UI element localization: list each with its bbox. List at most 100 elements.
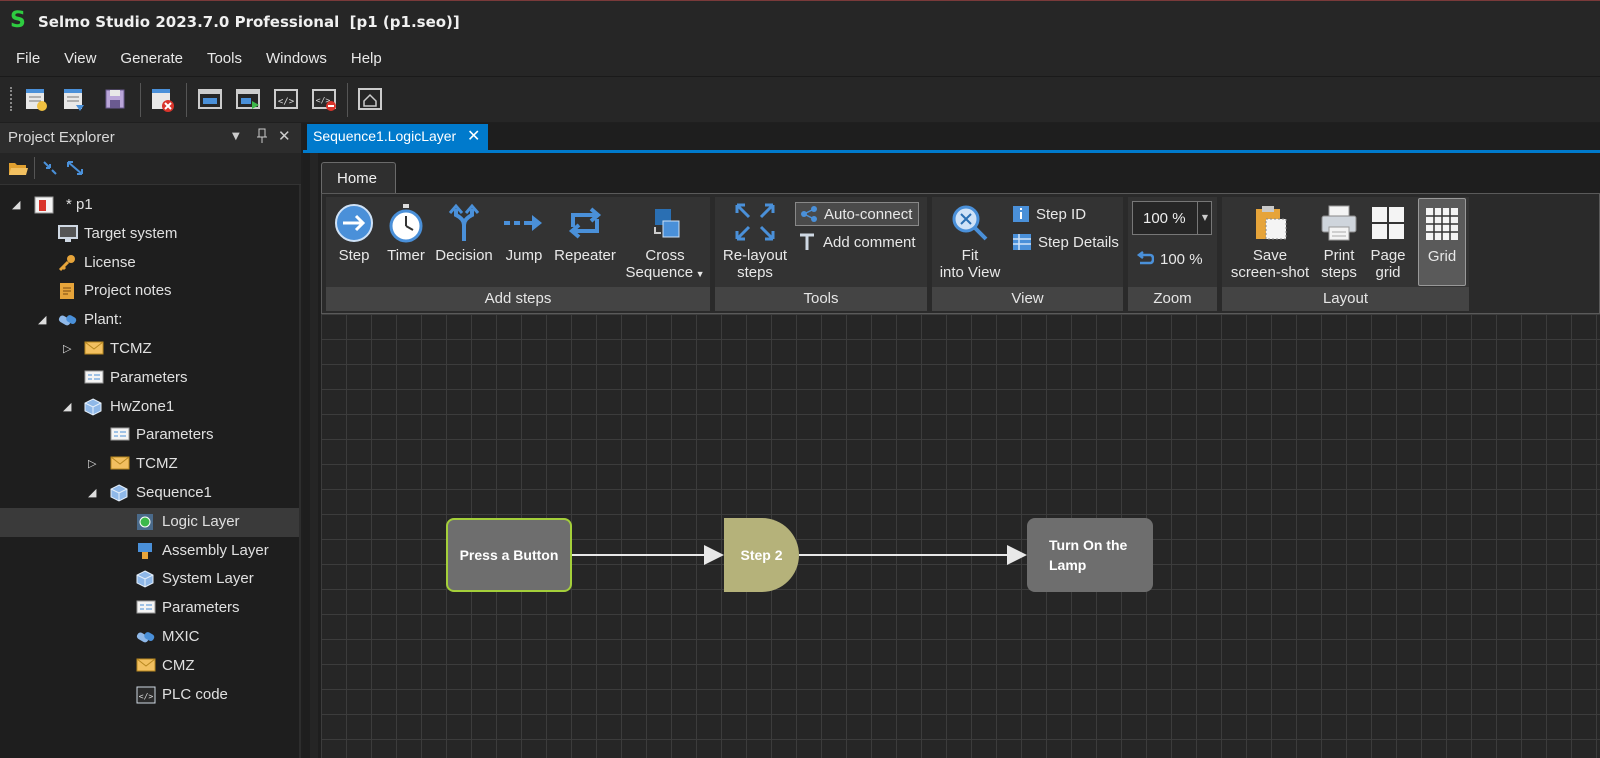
explorer-dropdown-icon[interactable]: ▼ (232, 131, 240, 142)
save-screenshot-button[interactable]: Save screen-shot (1224, 203, 1316, 281)
code-button[interactable]: </> (272, 85, 302, 115)
tree-item-parameters[interactable]: Parameters (0, 594, 299, 623)
relayout-steps-button[interactable]: Re-layout steps (719, 201, 791, 281)
group-label-add-steps: Add steps (326, 287, 710, 311)
ribbon-group-layout: Save screen-shot Print steps Page grid G… (1221, 196, 1470, 312)
expand-arrow-icon[interactable]: ▷ (88, 458, 97, 471)
document-tab-logic-layer[interactable]: Sequence1.LogicLayer ✕ (307, 124, 488, 150)
add-comment-button[interactable]: Add comment (797, 230, 916, 254)
add-decision-button[interactable]: Decision (434, 203, 494, 264)
toolbar-grip[interactable] (10, 87, 13, 111)
tree-item-project-notes[interactable]: Project notes (0, 277, 299, 306)
print-steps-button[interactable]: Print steps (1314, 203, 1364, 281)
ribbon-tab-home[interactable]: Home (321, 162, 396, 194)
add-timer-button[interactable]: Timer (382, 203, 430, 264)
zoom-select[interactable]: 100 % ▼ (1132, 201, 1212, 235)
tree-item-label: System Layer (162, 570, 254, 588)
add-jump-button[interactable]: Jump (500, 203, 548, 264)
envelope-icon (84, 340, 104, 358)
new-project-button[interactable] (22, 85, 52, 115)
explorer-close-icon[interactable]: ✕ (278, 127, 291, 145)
tree-item-label: Project notes (84, 282, 172, 300)
step-id-toggle[interactable]: Step ID (1012, 202, 1086, 226)
collapse-all-icon[interactable] (42, 160, 58, 180)
zoom-value: 100 % (1143, 210, 1186, 227)
tree-item-mxic[interactable]: MXIC (0, 623, 299, 652)
title-bar: S Selmo Studio 2023.7.0 Professional [p1… (0, 0, 1600, 42)
tree-item-plant[interactable]: ◢Plant: (0, 306, 299, 335)
svg-text:</>: </> (278, 97, 295, 107)
home-button[interactable] (356, 85, 386, 115)
code-remove-button[interactable]: </> (310, 85, 340, 115)
save-project-button[interactable] (101, 85, 131, 115)
tree-item-plc-code[interactable]: </>PLC code (0, 681, 299, 710)
window-button[interactable] (196, 85, 226, 115)
zoom-dropdown-icon[interactable]: ▼ (1197, 202, 1212, 234)
tree-item-label: Parameters (110, 368, 188, 386)
tree-item-parameters[interactable]: Parameters (0, 421, 299, 450)
tree-item-label: MXIC (162, 628, 200, 645)
step-press-a-button[interactable]: Press a Button (446, 518, 572, 592)
grid-toggle-button[interactable]: Grid (1418, 198, 1466, 286)
undo-arrow-icon (1136, 251, 1154, 265)
close-project-button[interactable] (148, 85, 178, 115)
tree-item-label: Assembly Layer (162, 541, 269, 559)
step-2-decision[interactable]: Step 2 (724, 518, 799, 592)
open-project-button[interactable] (60, 85, 90, 115)
sequence-canvas[interactable]: Press a Button Step 2 Turn On the Lamp (321, 314, 1600, 758)
tree-item-sequence1[interactable]: ◢Sequence1 (0, 479, 299, 508)
window-run-button[interactable] (234, 85, 264, 115)
tree-item-cmz[interactable]: CMZ (0, 652, 299, 681)
collapse-arrow-icon[interactable]: ◢ (63, 400, 72, 413)
code-icon: </> (274, 89, 298, 109)
expand-arrow-icon[interactable]: ▷ (63, 343, 72, 355)
tree-item-tcmz[interactable]: ▷TCMZ (0, 450, 299, 479)
home-icon (358, 88, 382, 110)
tree-item-system-layer[interactable]: System Layer (0, 565, 299, 594)
step-turn-on-the-lamp[interactable]: Turn On the Lamp (1027, 518, 1153, 592)
add-step-button[interactable]: Step (332, 203, 376, 264)
pin-icon[interactable] (256, 128, 268, 148)
monitor-icon (58, 224, 78, 243)
parameters-icon (84, 369, 104, 387)
tree-item-parameters[interactable]: Parameters (0, 364, 299, 393)
tree-item-license[interactable]: License (0, 249, 299, 278)
tree-item-label: * p1 (66, 196, 93, 213)
group-label-layout: Layout (1222, 287, 1469, 311)
parameters-icon (110, 426, 130, 444)
menu-file[interactable]: File (16, 50, 41, 67)
auto-connect-toggle[interactable]: Auto-connect (795, 202, 919, 226)
tree-item-hwzone1[interactable]: ◢HwZone1 (0, 393, 299, 422)
tree-item-logic-layer[interactable]: Logic Layer (0, 507, 299, 537)
expand-all-icon[interactable] (66, 160, 84, 180)
tree-item-p1[interactable]: ◢ * p1 (0, 191, 299, 220)
menu-help[interactable]: Help (350, 50, 382, 67)
tree-item-tcmz[interactable]: ▷TCMZ (0, 335, 299, 364)
menu-view[interactable]: View (64, 50, 97, 67)
explorer-header: Project Explorer ▼ ✕ (0, 123, 301, 153)
collapse-arrow-icon[interactable]: ◢ (88, 487, 97, 499)
notes-icon (58, 282, 78, 300)
zoom-reset-button[interactable]: 100 % (1136, 247, 1203, 271)
info-icon (1013, 206, 1029, 222)
menu-windows[interactable]: Windows (266, 50, 327, 67)
ribbon-group-add-steps: Step Timer Decision Jump Repeater Cross … (325, 196, 711, 312)
page-grid-button[interactable]: Page grid (1366, 203, 1410, 281)
ribbon-group-view: Fit into View Step ID Step Details View (931, 196, 1124, 312)
step-details-toggle[interactable]: Step Details (1012, 230, 1119, 254)
tab-underline (303, 150, 1600, 153)
tree-item-label: PLC code (162, 685, 228, 703)
open-folder-icon[interactable] (8, 159, 28, 181)
cross-sequence-button[interactable]: Cross Sequence ▼ (624, 203, 706, 283)
menu-tools[interactable]: Tools (206, 50, 242, 67)
collapse-arrow-icon[interactable]: ◢ (12, 199, 21, 211)
fit-into-view-button[interactable]: Fit into View (934, 203, 1006, 281)
envelope-icon (110, 455, 130, 473)
tree-item-assembly-layer[interactable]: Assembly Layer (0, 537, 299, 566)
tree-item-target-system[interactable]: Target system (0, 220, 299, 249)
add-repeater-button[interactable]: Repeater (552, 203, 618, 264)
tab-close-icon[interactable]: ✕ (467, 126, 481, 145)
collapse-arrow-icon[interactable]: ◢ (38, 314, 47, 327)
menu-generate[interactable]: Generate (120, 50, 183, 67)
